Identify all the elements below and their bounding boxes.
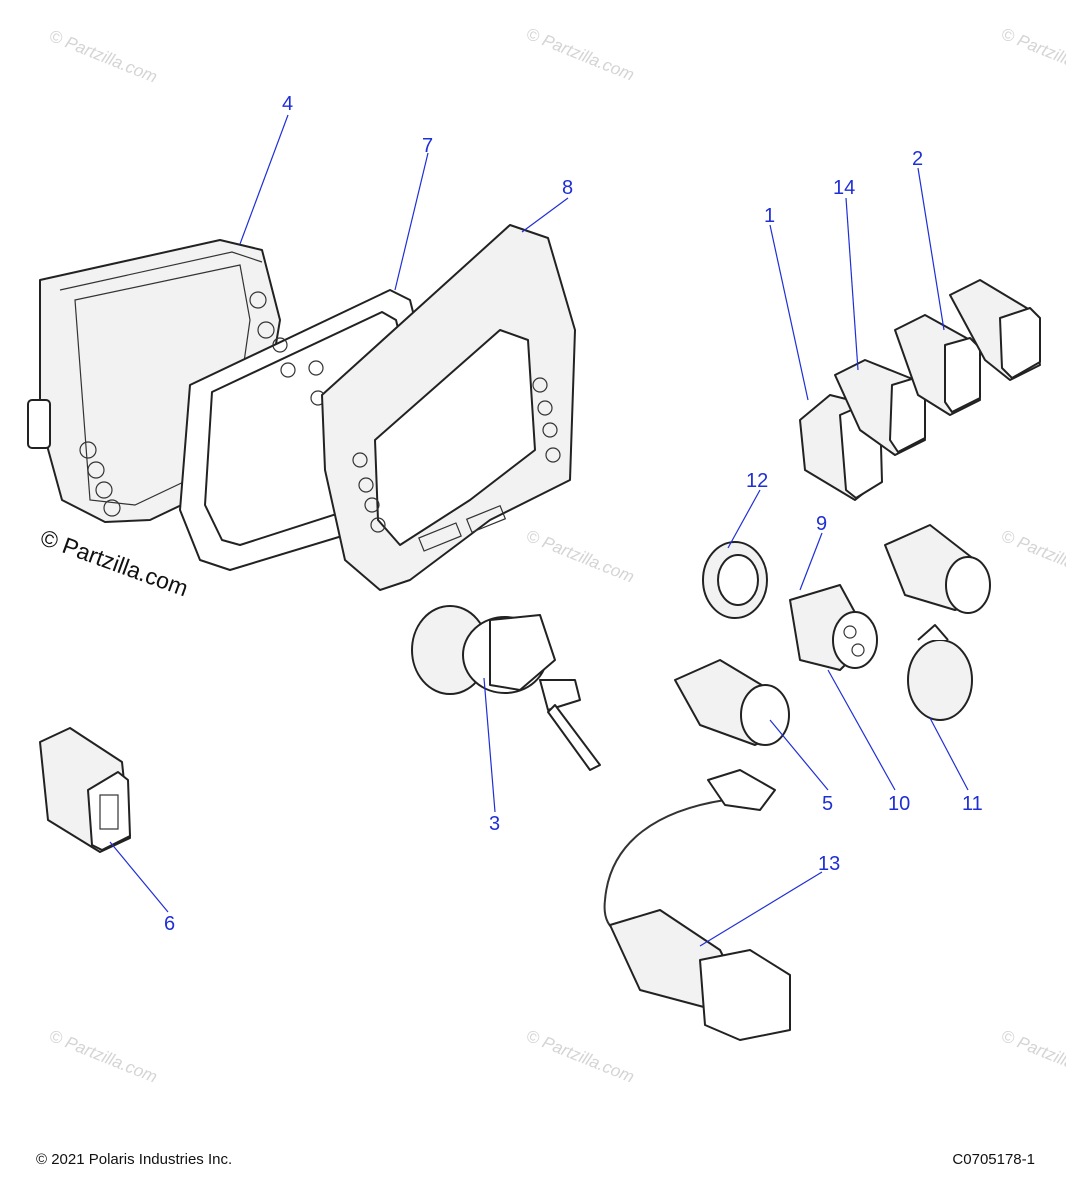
copyright-text: © 2021 Polaris Industries Inc. — [36, 1151, 233, 1168]
callout-13: 13 — [818, 853, 840, 875]
ignition-switch — [411, 605, 601, 771]
callout-8: 8 — [562, 177, 573, 199]
callout-7: 7 — [422, 135, 433, 157]
diagram-id: C0705178-1 — [952, 1151, 1035, 1168]
watermark: © Partzilla.com — [47, 1026, 160, 1087]
callout-9: 9 — [816, 513, 827, 535]
callout-11: 11 — [962, 793, 983, 815]
callout-1: 1 — [764, 205, 775, 227]
leader-lines — [109, 114, 969, 947]
watermark: © Partzilla.com — [524, 526, 637, 587]
watermark: © Partzilla.com — [47, 26, 160, 87]
callout-3: 3 — [489, 813, 500, 835]
callout-14: 14 — [833, 177, 855, 199]
callouts: 4 7 8 1 14 2 12 9 3 5 10 11 6 13 — [164, 93, 983, 935]
watermark: © Partzilla.com — [524, 1026, 637, 1087]
callout-6: 6 — [164, 913, 175, 935]
socket-cap — [907, 624, 973, 721]
dash-bezel — [321, 224, 576, 591]
callout-12: 12 — [746, 470, 768, 492]
callout-4: 4 — [282, 93, 293, 115]
power-socket-upper — [884, 524, 991, 614]
power-socket — [674, 659, 790, 746]
retaining-nut — [702, 541, 768, 619]
watermark: © Partzilla.com — [999, 1026, 1066, 1087]
usb-harness — [603, 769, 791, 1041]
callout-2: 2 — [912, 148, 923, 170]
rocker-switch-single — [39, 727, 131, 853]
callout-5: 5 — [822, 793, 833, 815]
usb-socket — [789, 584, 878, 671]
rocker-switch-bank — [799, 279, 1041, 501]
watermark: © Partzilla.com — [524, 24, 637, 85]
watermark: © Partzilla.com — [999, 24, 1066, 85]
callout-10: 10 — [888, 793, 910, 815]
watermark: © Partzilla.com — [999, 526, 1066, 587]
